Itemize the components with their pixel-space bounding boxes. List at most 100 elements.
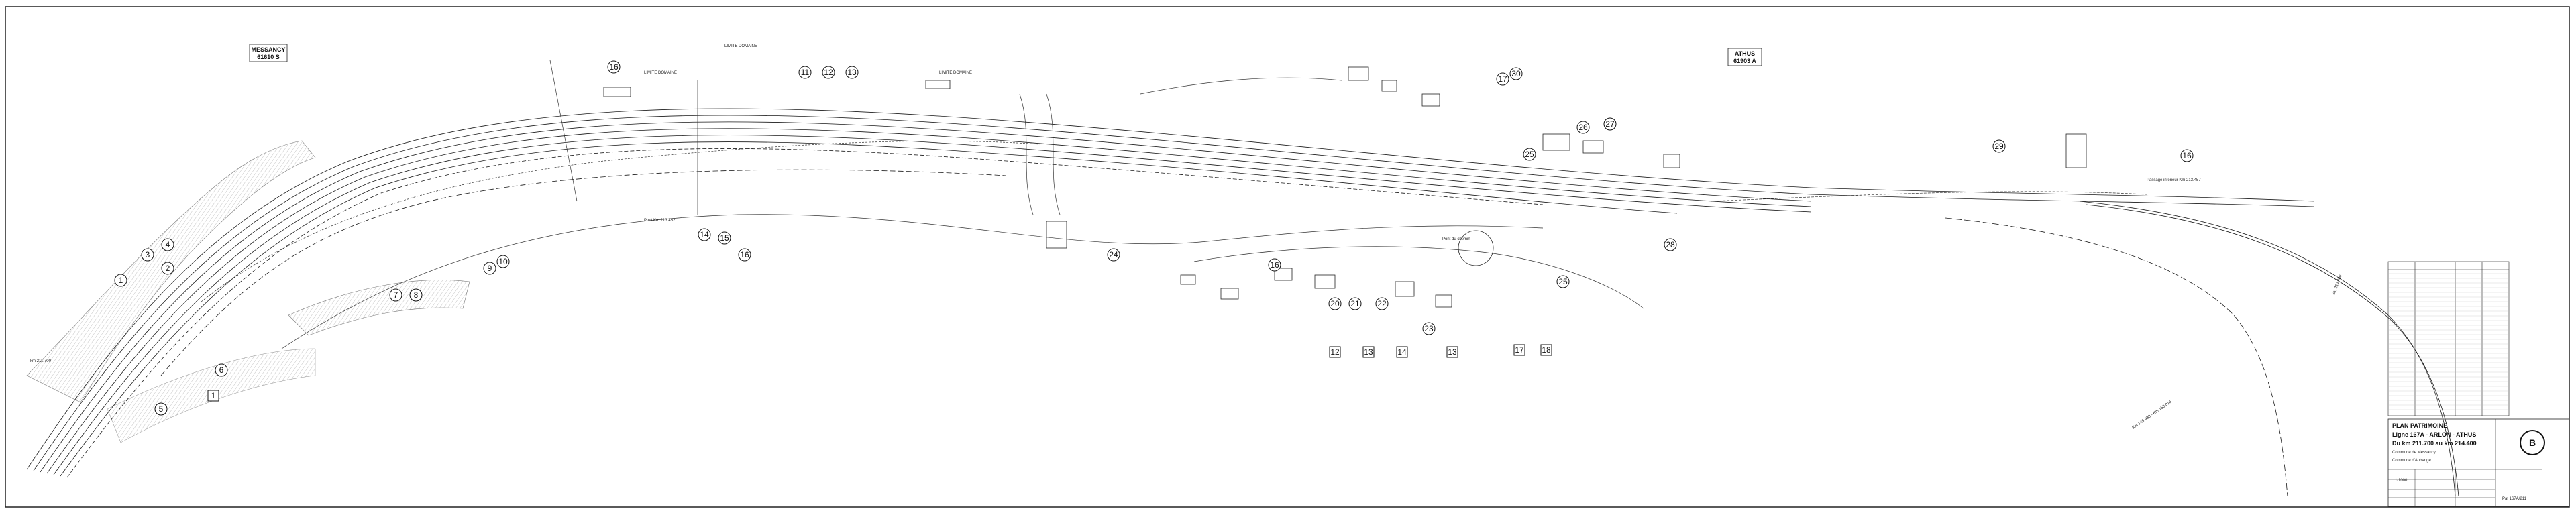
parcel-number: 17 <box>1515 345 1524 355</box>
square-markers: 1 12 13 14 13 17 18 <box>207 344 1552 402</box>
callout-number: 17 <box>1498 74 1507 84</box>
callout-number: 16 <box>2182 151 2192 160</box>
company-logo-icon <box>2520 430 2545 455</box>
parcel-number: 13 <box>1364 347 1373 357</box>
callout-marker: 15 <box>718 231 731 245</box>
callout-marker: 25 <box>1556 275 1570 288</box>
callout-number: 4 <box>166 240 170 249</box>
legend-table <box>2387 261 2510 416</box>
callout-number: 29 <box>1994 141 2004 151</box>
plan-section: Du km 211.700 au km 214.400 <box>2392 440 2477 447</box>
callout-number: 10 <box>498 257 508 266</box>
parcel-number: 14 <box>1397 347 1407 357</box>
callout-marker: 22 <box>1375 297 1389 310</box>
callout-marker: 8 <box>409 288 423 302</box>
parcel-number: 13 <box>1448 347 1457 357</box>
parcel-number: 1 <box>211 391 216 400</box>
callout-marker: 27 <box>1603 117 1617 131</box>
callout-number: 20 <box>1330 299 1340 308</box>
callout-number: 26 <box>1578 123 1588 132</box>
callout-marker: 10 <box>496 255 510 268</box>
km-mid-label: Km 149.430 - Km 150.016 <box>2132 400 2173 430</box>
callout-marker: 16 <box>607 60 621 74</box>
callout-number: 3 <box>146 250 150 260</box>
callout-marker: 21 <box>1348 297 1362 310</box>
callout-number: 27 <box>1605 119 1615 129</box>
parcel-marker: 14 <box>1396 346 1408 358</box>
plan-commune2: Commune d'Aubange <box>2392 459 2432 463</box>
callout-number: 16 <box>1270 260 1279 270</box>
callout-number: 6 <box>219 365 224 375</box>
callout-marker: 3 <box>141 248 154 262</box>
plan-title: PLAN PATRIMOINE <box>2392 422 2447 429</box>
boundary-lines <box>201 60 2147 349</box>
callout-marker: 30 <box>1509 67 1523 80</box>
callout-marker: 23 <box>1422 322 1436 335</box>
callout-number: 14 <box>700 230 709 239</box>
callout-marker: 12 <box>822 66 835 79</box>
limit-label: LIMITE DOMAINE <box>644 71 677 75</box>
callout-marker: 13 <box>845 66 859 79</box>
km-right-label: km 214.400 <box>2332 274 2343 296</box>
station-right-name: ATHUS <box>1735 50 1755 57</box>
pont-label: Pont Km 213.452 <box>644 219 676 223</box>
plan-drawing-number: Pat 167A/211 <box>2502 497 2527 501</box>
callout-marker: 5 <box>154 402 168 416</box>
callout-marker: 14 <box>698 228 711 241</box>
callout-marker: 11 <box>798 66 812 79</box>
callout-number: 11 <box>801 68 810 77</box>
svg-text:B: B <box>2529 437 2536 448</box>
callout-marker: 1 <box>114 274 127 287</box>
limit-label: LIMITE DOMAINE <box>939 71 972 75</box>
limit-label: LIMITE DOMAINE <box>724 44 757 48</box>
station-left-name: MESSANCY <box>251 46 285 53</box>
callout-marker: 17 <box>1496 72 1509 86</box>
callout-marker: 9 <box>483 262 496 275</box>
callout-marker: 16 <box>738 248 751 262</box>
callout-marker: 26 <box>1576 121 1590 134</box>
callout-number: 24 <box>1109 250 1118 260</box>
callout-number: 8 <box>414 290 419 300</box>
embankment-lower <box>288 280 470 336</box>
title-block: B PLAN PATRIMOINE Ligne 167A - ARLON - A… <box>2387 418 2570 507</box>
callout-marker: 2 <box>161 262 174 275</box>
callout-number: 28 <box>1666 240 1675 249</box>
callout-number: 16 <box>609 62 619 72</box>
legend-rows <box>2388 273 2509 410</box>
callout-marker: 24 <box>1107 248 1120 262</box>
station-right: ATHUS 61903 A <box>1727 48 1762 66</box>
callout-marker: 16 <box>2180 149 2194 162</box>
parcel-marker: 12 <box>1329 346 1341 358</box>
buildings <box>603 66 2087 308</box>
callout-marker: 6 <box>215 363 228 377</box>
parcel-marker: 1 <box>207 390 219 402</box>
callout-marker: 28 <box>1664 238 1677 251</box>
parcel-number: 12 <box>1330 347 1340 357</box>
callout-number: 9 <box>488 264 492 273</box>
track-bundle <box>26 108 2459 497</box>
callout-number: 16 <box>740 250 749 260</box>
station-right-code: 61903 A <box>1733 58 1756 64</box>
plan-scale: 1/1000 <box>2395 479 2408 483</box>
sheet-border <box>5 6 2570 508</box>
callout-marker: 29 <box>1992 139 2006 153</box>
callout-marker: 7 <box>389 288 402 302</box>
callout-number: 12 <box>824 68 833 77</box>
station-left-code: 61610 S <box>257 54 280 60</box>
parcel-marker: 13 <box>1446 346 1458 358</box>
callout-number: 5 <box>159 404 164 414</box>
plan-commune: Commune de Messancy <box>2392 451 2436 455</box>
callout-number: 23 <box>1424 324 1434 333</box>
passage-label: Passage inferieur Km 213.457 <box>2147 178 2201 182</box>
callout-number: 21 <box>1350 299 1360 308</box>
callout-number: 7 <box>394 290 398 300</box>
callout-marker: 20 <box>1328 297 1342 310</box>
parcel-marker: 18 <box>1540 344 1552 356</box>
pont-athus-label: Pont du chemin <box>1442 237 1470 241</box>
parcel-marker: 17 <box>1513 344 1525 356</box>
plan-line: Ligne 167A - ARLON - ATHUS <box>2392 431 2476 438</box>
parcel-number: 18 <box>1542 345 1551 355</box>
callout-number: 15 <box>720 233 729 243</box>
